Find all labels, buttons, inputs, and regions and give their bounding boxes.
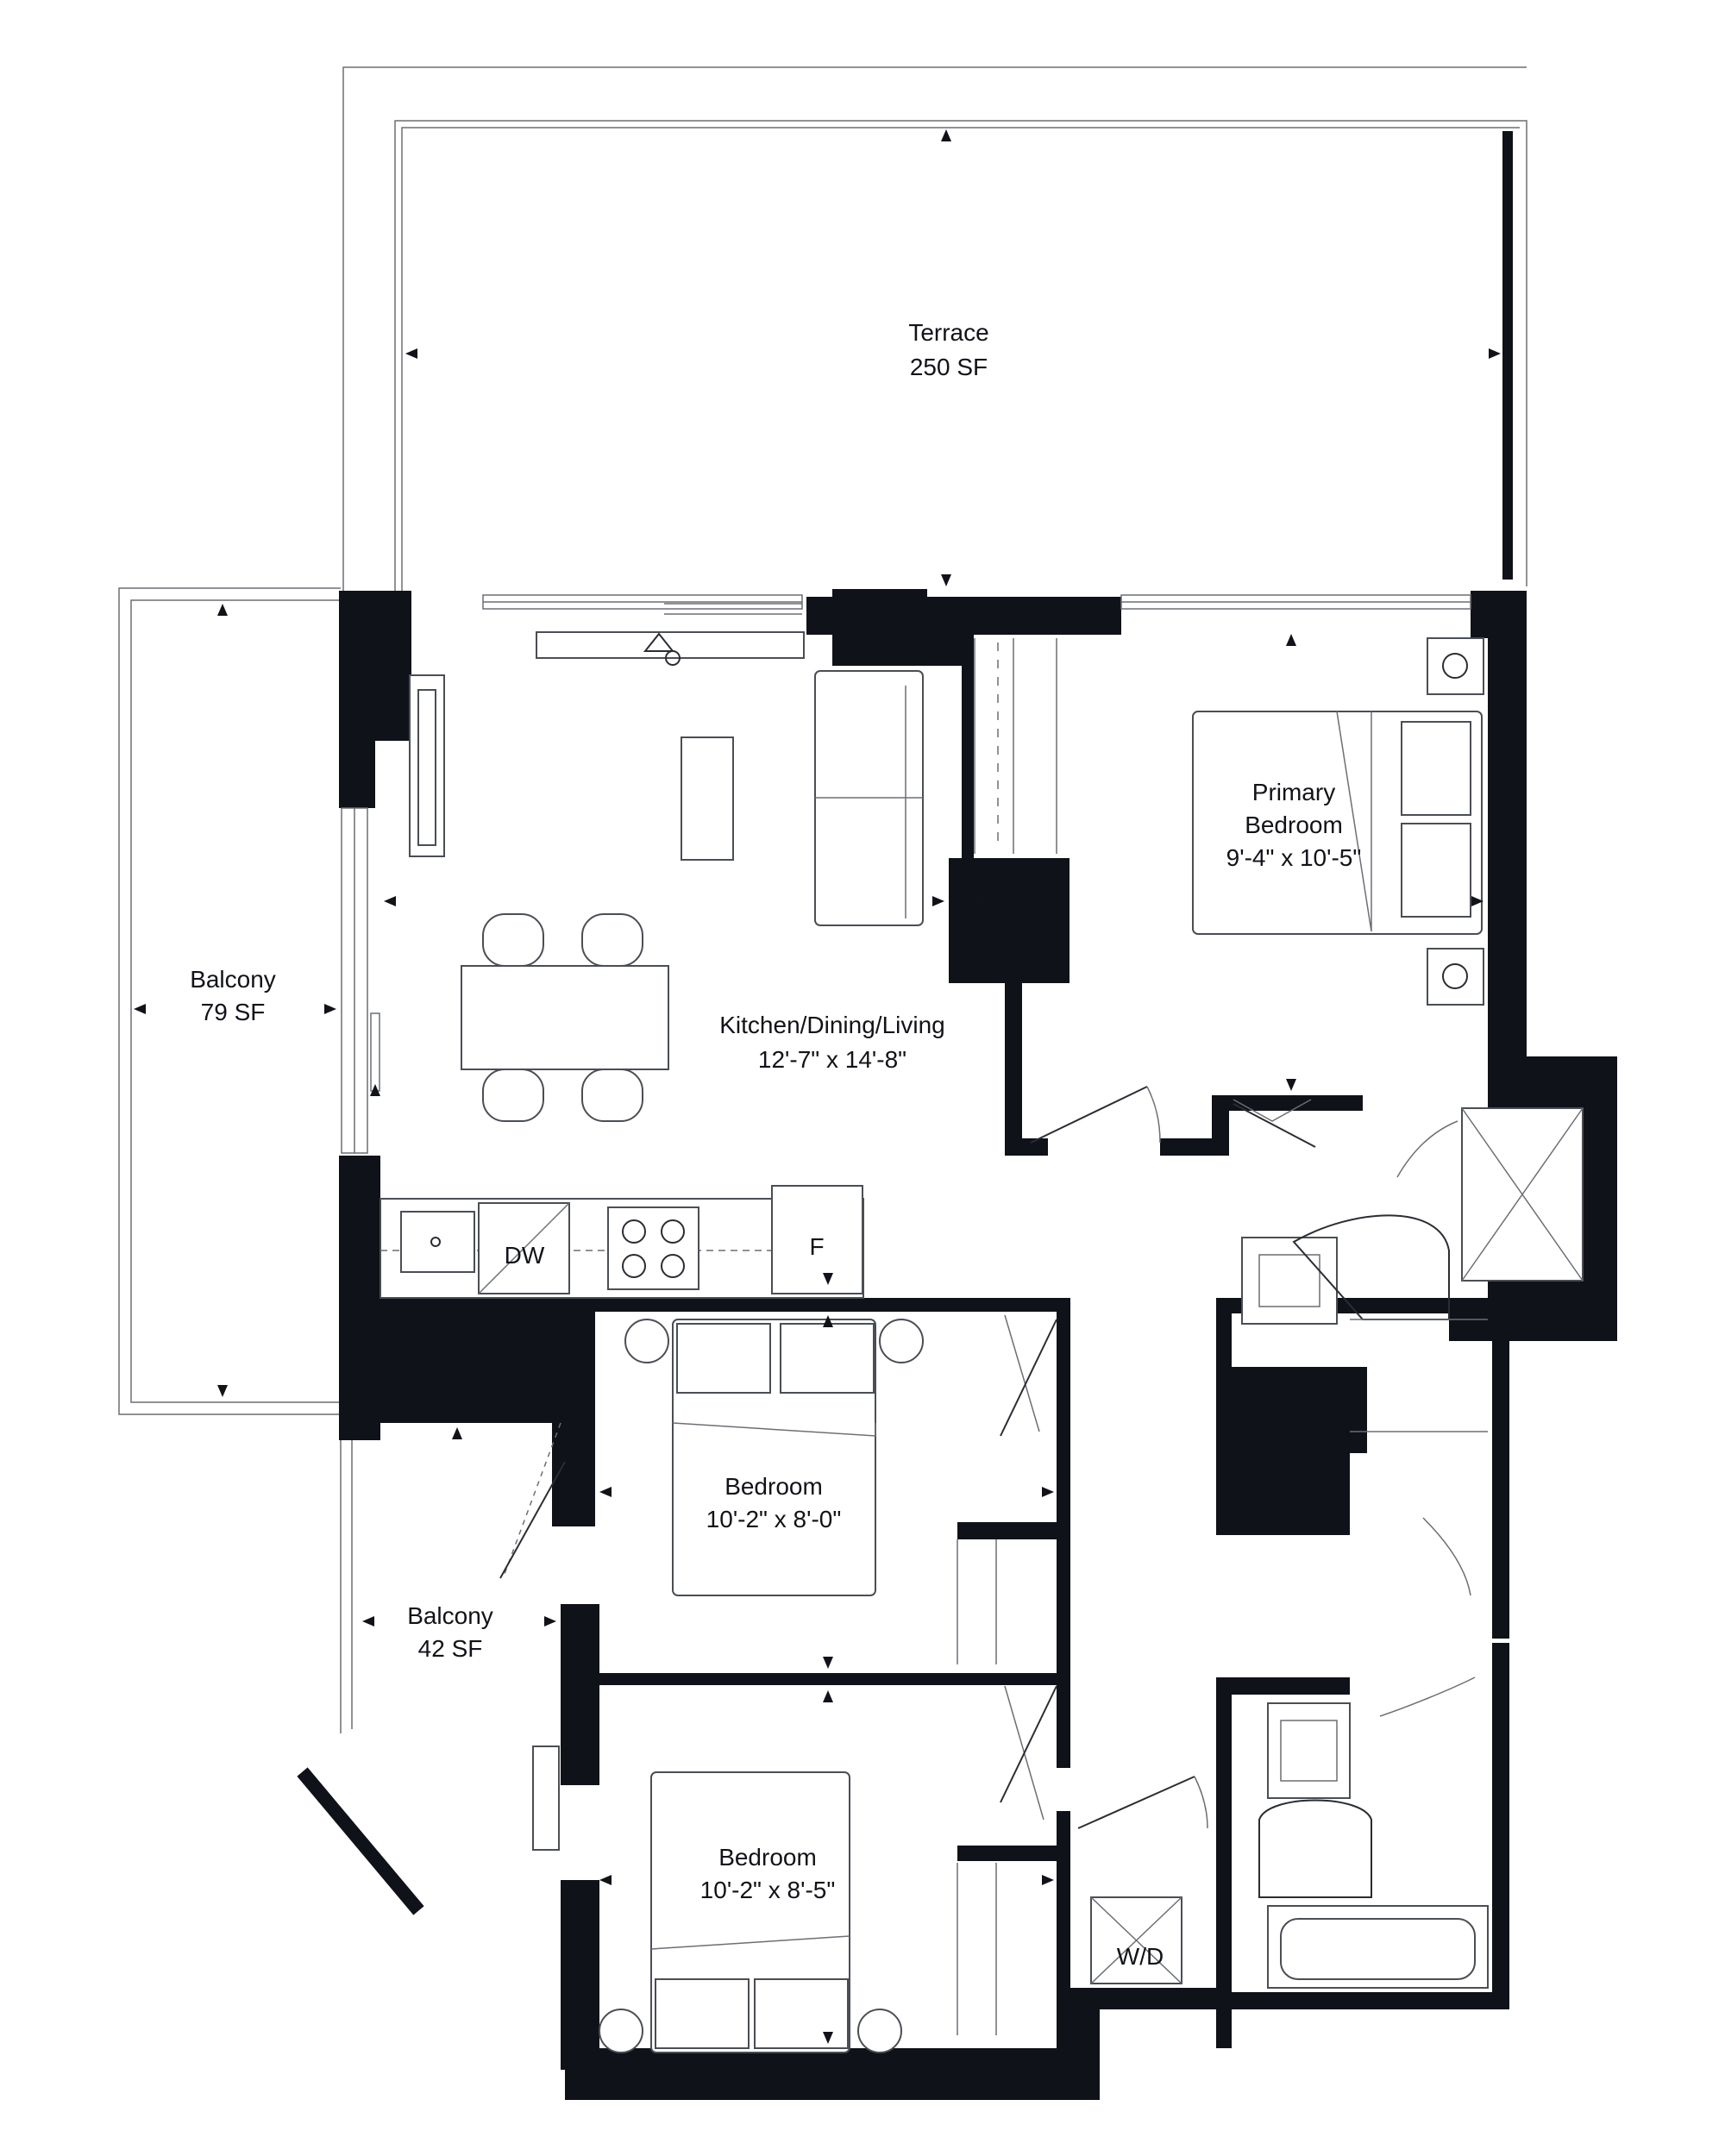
main-bath (1090, 1319, 1489, 1989)
terrace-name: Terrace (908, 319, 988, 346)
bedroom-3-furniture (532, 1685, 1044, 2053)
terrace-outline (342, 66, 1527, 591)
dimension-arrows (134, 129, 1501, 2044)
primary-bedroom-name-1: Primary (1252, 779, 1335, 805)
balcony-west-outline (118, 587, 341, 1415)
windows (341, 594, 1471, 1154)
living-size: 12'-7" x 14'-8" (758, 1046, 906, 1073)
fridge-label: F (809, 1233, 824, 1260)
balcony-west-name: Balcony (190, 966, 276, 993)
balcony-west-area: 79 SF (201, 999, 266, 1025)
bedroom-3-name: Bedroom (718, 1844, 817, 1871)
bedroom-2-furniture (504, 1314, 1040, 1664)
living-furniture (380, 631, 924, 1299)
bedroom-2-name: Bedroom (724, 1473, 823, 1500)
ensuite-bath (1233, 1099, 1584, 1325)
walls (339, 589, 1617, 2100)
room-labels: Terrace 250 SF Balcony 79 SF Balcony 42 … (190, 319, 1361, 1970)
living-name: Kitchen/Dining/Living (719, 1012, 945, 1038)
bedroom-2-size: 10'-2" x 8'-0" (706, 1506, 842, 1532)
balcony-south-name: Balcony (407, 1602, 493, 1629)
doors (499, 1086, 1316, 1829)
balcony-south-area: 42 SF (418, 1635, 483, 1662)
bedroom-3-size: 10'-2" x 8'-5" (700, 1877, 836, 1903)
primary-bedroom-name-2: Bedroom (1245, 812, 1343, 838)
balcony-south-outline (297, 1414, 424, 1915)
washer-dryer-label: W/D (1117, 1943, 1164, 1970)
primary-bedroom-size: 9'-4" x 10'-5" (1226, 844, 1362, 871)
dishwasher-label: DW (505, 1242, 545, 1269)
terrace-area: 250 SF (910, 354, 988, 380)
primary-bedroom-furniture (974, 637, 1484, 1006)
